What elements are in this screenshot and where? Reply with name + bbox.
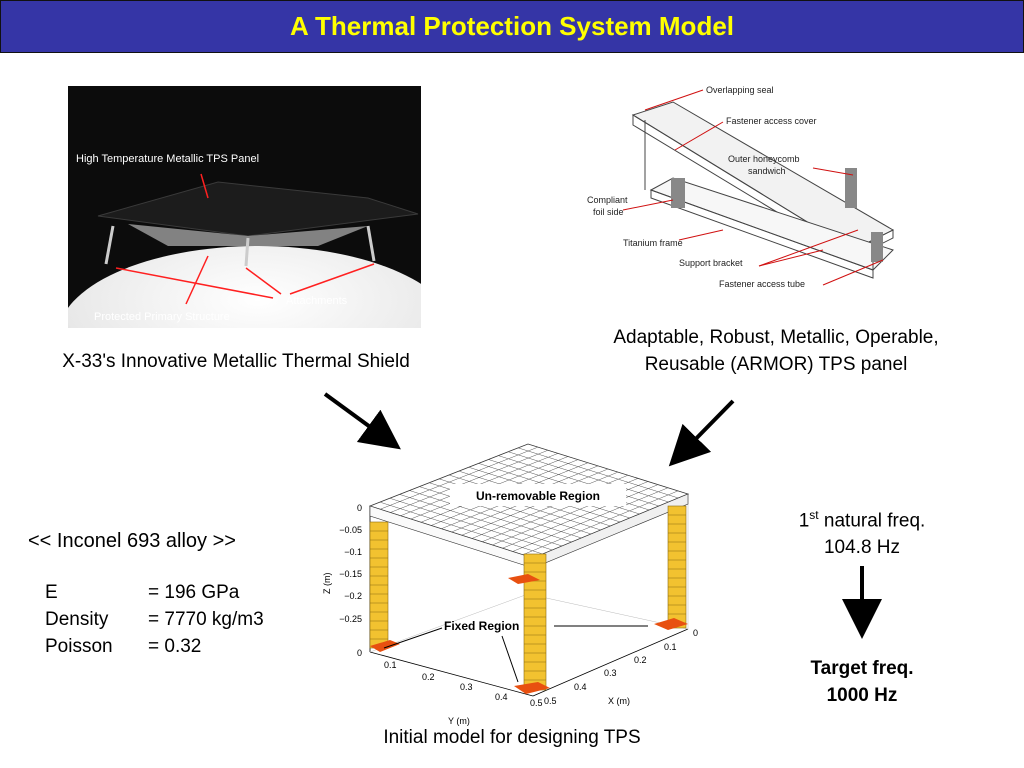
armor-label-compliant-1: Compliant bbox=[587, 195, 628, 205]
x-axis-label: X (m) bbox=[608, 696, 630, 706]
target-frequency-value: 1000 Hz bbox=[826, 685, 898, 706]
svg-text:−0.1: −0.1 bbox=[344, 547, 362, 557]
property-name: Density bbox=[45, 609, 109, 630]
armor-panel-drawing: Overlapping seal Fastener access cover O… bbox=[583, 80, 913, 295]
armor-label-tube: Fastener access tube bbox=[719, 279, 805, 289]
tps-panel-shape bbox=[97, 181, 419, 237]
svg-text:0: 0 bbox=[357, 648, 362, 658]
fe-model-plot: Un-removable Region Fixed Region 0 −0.05… bbox=[318, 434, 718, 730]
title-bar: A Thermal Protection System Model bbox=[0, 0, 1024, 53]
material-properties-table: E = 196 GPa Density = 7770 kg/m3 Poisson… bbox=[45, 579, 264, 660]
natural-frequency-value: 104.8 Hz bbox=[823, 537, 901, 559]
property-value: = 7770 kg/m3 bbox=[148, 609, 264, 630]
armor-label-bracket: Support bracket bbox=[679, 258, 743, 268]
photo-caption: X-33's Innovative Metallic Thermal Shiel… bbox=[62, 351, 410, 372]
x-axis-ticks: 0 0.1 0.2 0.3 0.4 0.5 bbox=[544, 628, 698, 706]
svg-text:0.2: 0.2 bbox=[634, 655, 647, 665]
photo-label-structure: Protected Primary Structure bbox=[94, 311, 230, 323]
model-caption: Initial model for designing TPS bbox=[383, 727, 641, 748]
photo-label-panel: High Temperature Metallic TPS Panel bbox=[76, 153, 259, 165]
armor-caption: Adaptable, Robust, Metallic, Operable, R… bbox=[556, 324, 996, 378]
svg-text:0.3: 0.3 bbox=[460, 682, 473, 692]
svg-text:−0.25: −0.25 bbox=[339, 614, 362, 624]
svg-text:0.1: 0.1 bbox=[384, 660, 397, 670]
natural-frequency-block: 1st natural freq. 104.8 Hz bbox=[772, 502, 952, 561]
z-axis-label: Z (m) bbox=[322, 573, 332, 595]
arrow-from-armor bbox=[668, 399, 735, 467]
armor-label-titanium: Titanium frame bbox=[623, 238, 683, 248]
svg-text:0: 0 bbox=[693, 628, 698, 638]
property-value: = 196 GPa bbox=[148, 582, 240, 603]
svg-text:0.5: 0.5 bbox=[544, 696, 557, 706]
svg-text:−0.15: −0.15 bbox=[339, 569, 362, 579]
armor-caption-line-1: Adaptable, Robust, Metallic, Operable, bbox=[613, 327, 939, 348]
y-axis-label: Y (m) bbox=[448, 716, 470, 726]
fe-model-svg: Un-removable Region Fixed Region 0 −0.05… bbox=[322, 443, 698, 726]
property-row: E = 196 GPa bbox=[45, 579, 264, 606]
armor-panel-svg: Overlapping seal Fastener access cover O… bbox=[587, 85, 895, 289]
x33-tps-photo-drawing: High Temperature Metallic TPS Panel Atta… bbox=[68, 86, 421, 328]
x33-tps-photo: High Temperature Metallic TPS Panel Atta… bbox=[68, 86, 421, 328]
armor-label-honeycomb-1: Outer honeycomb bbox=[728, 154, 800, 164]
target-frequency-label: Target freq. bbox=[810, 658, 914, 679]
property-name: Poisson bbox=[45, 636, 113, 657]
property-row: Density = 7770 kg/m3 bbox=[45, 606, 264, 633]
unremovable-label-box bbox=[450, 484, 626, 506]
svg-text:0.1: 0.1 bbox=[664, 642, 677, 652]
svg-text:0.4: 0.4 bbox=[574, 682, 587, 692]
armor-label-honeycomb-2: sandwich bbox=[748, 166, 786, 176]
natural-frequency-label: 1st natural freq. bbox=[798, 508, 926, 532]
property-value: = 0.32 bbox=[148, 636, 202, 657]
primary-structure-dome bbox=[68, 246, 421, 328]
z-axis-ticks: 0 −0.05 −0.1 −0.15 −0.2 −0.25 0 bbox=[339, 503, 362, 658]
y-axis-ticks: 0.1 0.2 0.3 0.4 0.5 bbox=[384, 660, 543, 708]
svg-text:0.5: 0.5 bbox=[530, 698, 543, 708]
armor-label-compliant-2: foil side bbox=[593, 207, 624, 217]
armor-caption-line-2: Reusable (ARMOR) TPS panel bbox=[644, 354, 908, 375]
armor-label-cover: Fastener access cover bbox=[726, 116, 817, 126]
slide-title: A Thermal Protection System Model bbox=[289, 11, 735, 41]
material-heading: << Inconel 693 alloy >> bbox=[28, 530, 236, 552]
label-unremovable: Un-removable Region bbox=[476, 489, 600, 503]
svg-text:0.4: 0.4 bbox=[495, 692, 508, 702]
svg-text:0.3: 0.3 bbox=[604, 668, 617, 678]
svg-text:−0.05: −0.05 bbox=[339, 525, 362, 535]
svg-text:0: 0 bbox=[357, 503, 362, 513]
property-name: E bbox=[45, 582, 58, 603]
photo-label-attachments: Attachments bbox=[286, 295, 348, 307]
label-fixed: Fixed Region bbox=[444, 619, 519, 633]
property-row: Poisson = 0.32 bbox=[45, 633, 264, 660]
target-frequency-block: Target freq. 1000 Hz bbox=[772, 655, 952, 709]
leg-back-right bbox=[667, 505, 687, 629]
arrow-from-photo bbox=[323, 392, 401, 450]
svg-text:−0.2: −0.2 bbox=[344, 591, 362, 601]
svg-text:0.2: 0.2 bbox=[422, 672, 435, 682]
fixed-region-pads bbox=[370, 574, 688, 694]
armor-label-seal: Overlapping seal bbox=[706, 85, 774, 95]
